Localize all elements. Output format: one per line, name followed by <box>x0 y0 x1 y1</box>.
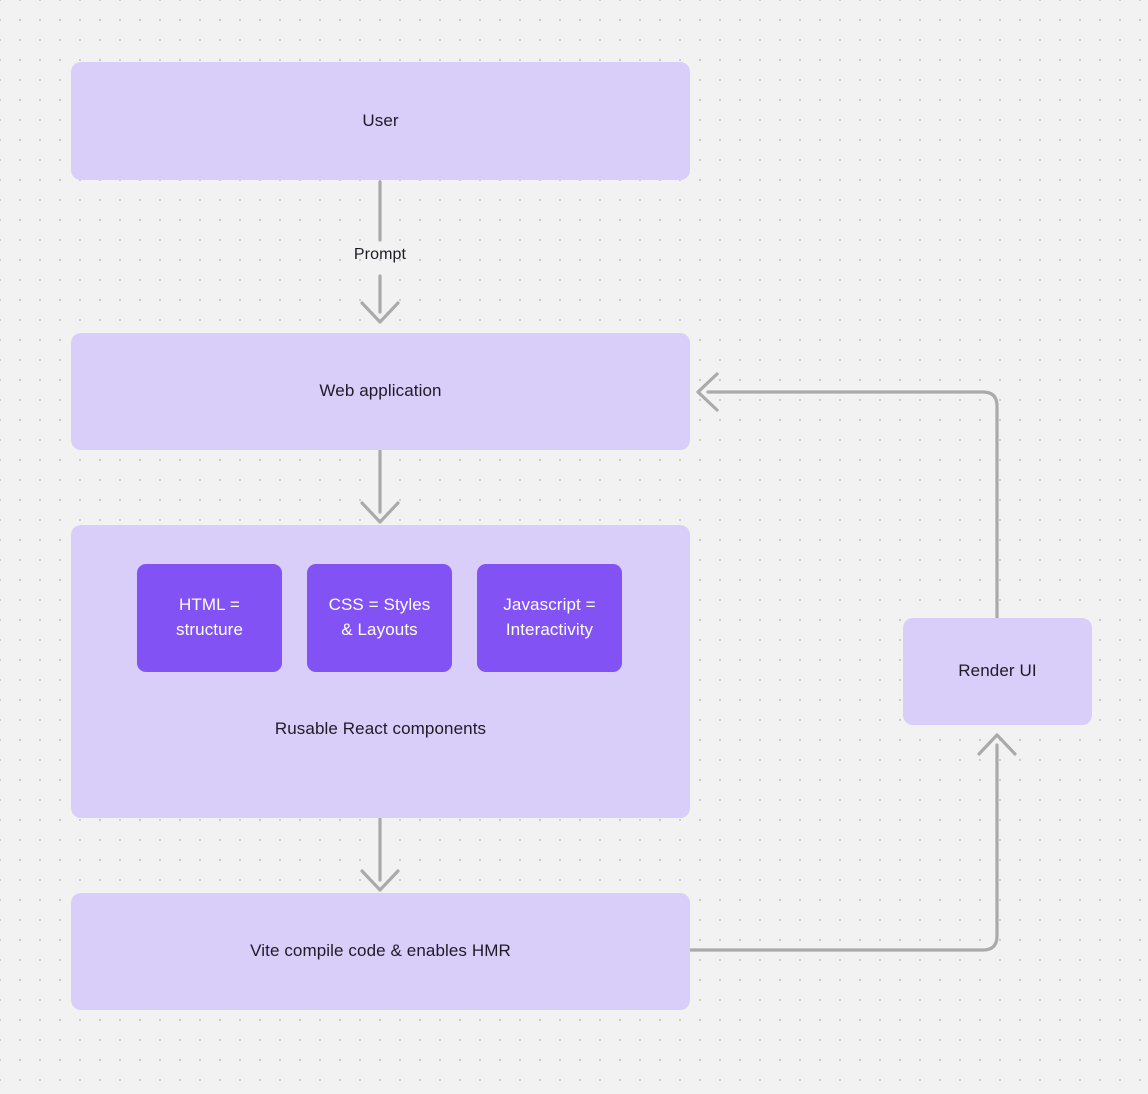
node-vite-label: Vite compile code & enables HMR <box>250 941 511 961</box>
node-javascript[interactable]: Javascript = Interactivity <box>477 564 622 672</box>
edge-label-prompt: Prompt <box>353 246 407 263</box>
node-vite[interactable]: Vite compile code & enables HMR <box>71 893 690 1010</box>
node-html-label-line2: structure <box>175 620 244 639</box>
node-html[interactable]: HTML = structure <box>137 564 282 672</box>
node-components-group-label: Rusable React components <box>274 719 487 738</box>
node-render-ui[interactable]: Render UI <box>903 618 1092 725</box>
node-render-ui-label: Render UI <box>958 661 1037 681</box>
node-css-label-line2: & Layouts <box>341 620 418 639</box>
node-javascript-label-line1: Javascript = <box>503 595 596 615</box>
node-user[interactable]: User <box>71 62 690 180</box>
node-html-label-line1: HTML = <box>179 595 240 615</box>
edge-components-to-vite <box>360 816 400 892</box>
node-user-label: User <box>362 110 399 130</box>
edge-web-application-to-components <box>360 448 400 524</box>
node-web-application[interactable]: Web application <box>71 333 690 450</box>
edge-vite-to-render-ui <box>689 733 1017 952</box>
node-web-application-label: Web application <box>319 381 442 401</box>
node-css-label-line1: CSS = Styles <box>328 595 431 615</box>
node-javascript-label-line2: Interactivity <box>505 620 594 639</box>
node-css[interactable]: CSS = Styles & Layouts <box>307 564 452 672</box>
edge-render-ui-to-web-application <box>696 372 999 620</box>
